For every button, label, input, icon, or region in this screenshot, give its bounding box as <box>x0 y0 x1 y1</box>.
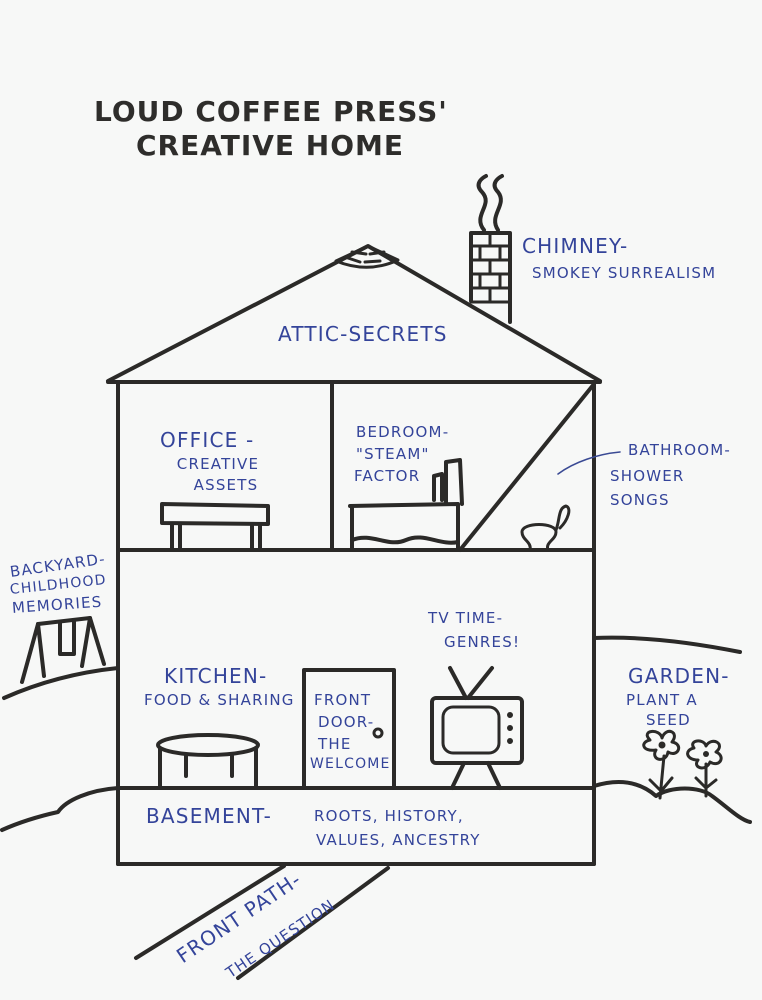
garden-meaning-2: SEED <box>646 711 691 729</box>
title-line-1: LOUD COFFEE PRESS' <box>94 95 448 128</box>
bedroom-meaning-2: FACTOR <box>354 467 421 485</box>
attic-label: ATTIC-SECRETS <box>278 322 448 346</box>
front-path <box>134 864 390 980</box>
television-icon <box>430 666 524 790</box>
swing-set-icon <box>2 616 120 700</box>
desk-icon <box>160 502 270 552</box>
flowers-icon <box>642 729 723 800</box>
kitchen-label: KITCHEN- <box>164 664 268 688</box>
garden-meaning-1: PLANT A <box>626 691 698 709</box>
bathroom-label: BATHROOM- <box>628 441 732 459</box>
chimney-label: CHIMNEY- <box>522 234 629 258</box>
front-door-line-4: WELCOME <box>310 756 391 772</box>
toilet-icon <box>520 504 571 552</box>
bedroom-label: BEDROOM- <box>356 423 450 441</box>
bed-icon <box>348 458 464 550</box>
garden-label: GARDEN- <box>628 664 730 688</box>
tv-label: TV TIME- <box>428 609 504 627</box>
front-door-line-1: FRONT <box>314 691 372 709</box>
basement-label: BASEMENT- <box>146 804 272 828</box>
chimney-meaning: SMOKEY SURREALISM <box>532 264 717 282</box>
door-icon <box>302 668 396 790</box>
front-door-line-3: THE <box>318 735 352 753</box>
tv-meaning: GENRES! <box>444 633 521 651</box>
bathroom-meaning-2: SONGS <box>610 491 670 509</box>
garden-hill <box>592 635 752 824</box>
chimney-icon <box>469 174 512 324</box>
bathroom-meaning-1: SHOWER <box>610 467 685 485</box>
ground-left <box>0 786 120 832</box>
bathroom-pointer-line <box>557 451 621 475</box>
front-door-line-2: DOOR- <box>318 713 375 731</box>
office-label: OFFICE - <box>160 428 255 452</box>
cobweb-icon <box>334 244 400 269</box>
house-walls <box>116 380 596 866</box>
attic-meaning: SECRETS <box>348 322 448 346</box>
bedroom-meaning-1: "STEAM" <box>356 445 430 463</box>
office-meaning-2: ASSETS <box>193 476 259 494</box>
table-icon <box>156 733 260 790</box>
attic-name: ATTIC- <box>278 322 349 346</box>
office-meaning-1: CREATIVE <box>176 455 260 473</box>
title-line-2: CREATIVE HOME <box>136 129 405 162</box>
kitchen-meaning: FOOD & SHARING <box>144 691 295 709</box>
basement-meaning-1: ROOTS, HISTORY, <box>314 807 464 825</box>
basement-meaning-2: VALUES, ANCESTRY <box>316 831 481 849</box>
